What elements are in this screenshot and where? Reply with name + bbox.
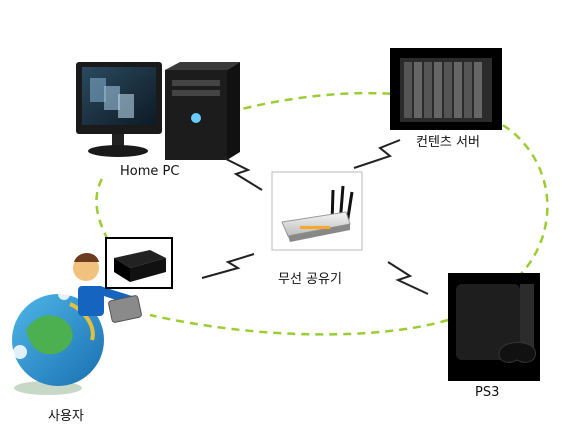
ps3-label: PS3	[475, 385, 500, 400]
monitor-icon	[76, 62, 162, 157]
wireless-ring	[95, 91, 549, 336]
home-pc-label: Home PC	[120, 164, 180, 179]
lightning-icon	[353, 139, 401, 169]
user-label: 사용자	[48, 409, 84, 424]
user-icon	[12, 253, 142, 395]
lightning-icon	[201, 253, 255, 279]
lightning-icon	[223, 157, 263, 191]
router-label: 무선 공유기	[278, 272, 342, 287]
set-top-box-icon	[105, 237, 173, 289]
content-server-label: 컨텐츠 서버	[416, 135, 480, 150]
pc-tower-icon	[165, 62, 240, 160]
lightning-icon	[387, 261, 429, 295]
ps3-console-icon	[448, 273, 540, 381]
router-icon	[271, 171, 363, 251]
server-rack-icon	[390, 48, 502, 130]
